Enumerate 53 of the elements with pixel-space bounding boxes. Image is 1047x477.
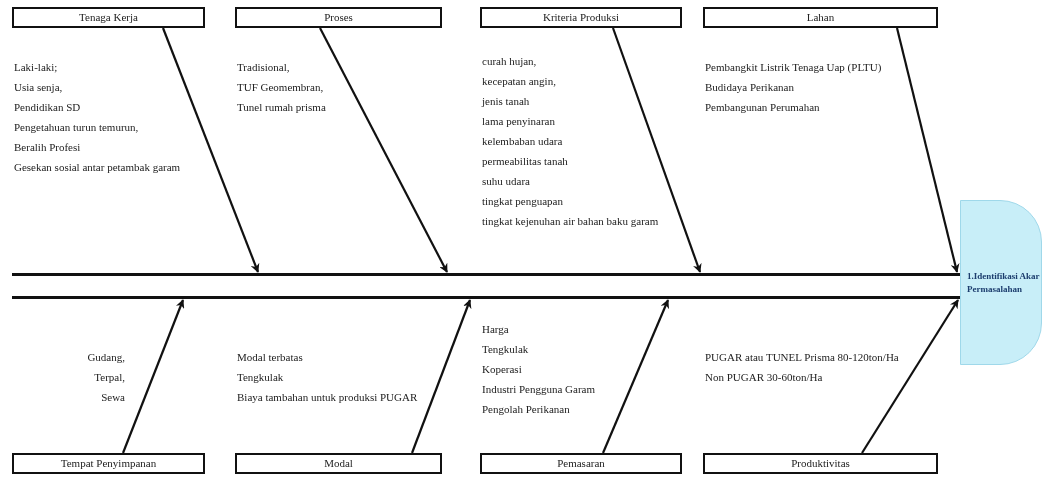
category-box: Lahan xyxy=(703,7,938,28)
arrow xyxy=(410,299,472,454)
arrow xyxy=(121,299,185,454)
cause-item: Koperasi xyxy=(482,362,522,376)
cause-item: tingkat penguapan xyxy=(482,194,563,208)
cause-item: Tunel rumah prisma xyxy=(237,100,326,114)
spine-line xyxy=(12,296,960,299)
arrow xyxy=(611,27,702,273)
cause-item: Tradisional, xyxy=(237,60,290,74)
cause-item: Usia senja, xyxy=(14,80,63,94)
cause-item: Sewa xyxy=(101,390,125,404)
cause-item: Gesekan sosial antar petambak garam xyxy=(14,160,181,174)
cause-item: Biaya tambahan untuk produksi PUGAR xyxy=(237,390,418,404)
cause-item: suhu udara xyxy=(482,174,530,188)
category-box: Pemasaran xyxy=(480,453,682,474)
cause-item: Terpal, xyxy=(94,370,125,384)
category-box: Tempat Penyimpanan xyxy=(12,453,205,474)
cause-item: kecepatan angin, xyxy=(482,74,556,88)
cause-item: Harga xyxy=(482,322,509,336)
cause-item: Pengolah Perikanan xyxy=(482,402,570,416)
cause-item: Pembangkit Listrik Tenaga Uap (PLTU) xyxy=(705,60,882,74)
cause-item: jenis tanah xyxy=(482,94,530,108)
cause-item: Non PUGAR 30-60ton/Ha xyxy=(705,370,823,384)
arrow xyxy=(861,299,959,454)
spine-line xyxy=(12,273,960,276)
cause-item: Beralih Profesi xyxy=(14,140,81,154)
cause-item: Modal terbatas xyxy=(237,350,303,364)
category-box: Proses xyxy=(235,7,442,28)
cause-item: kelembaban udara xyxy=(482,134,563,148)
cause-item: Laki-laki; xyxy=(14,60,58,74)
category-box: Modal xyxy=(235,453,442,474)
problem-head-shape: 1.Identifikasi Akar Permasalahan xyxy=(960,200,1042,365)
cause-item: Gudang, xyxy=(87,350,125,364)
arrow xyxy=(319,27,448,273)
category-box: Produktivitas xyxy=(703,453,938,474)
cause-item: Industri Pengguna Garam xyxy=(482,382,596,396)
cause-item: tingkat kejenuhan air bahan baku garam xyxy=(482,214,659,228)
arrow xyxy=(602,299,669,454)
cause-item: Pendidikan SD xyxy=(14,100,81,114)
cause-item: Budidaya Perikanan xyxy=(705,80,794,94)
arrow xyxy=(161,27,260,273)
category-box: Kriteria Produksi xyxy=(480,7,682,28)
cause-item: Pembangunan Perumahan xyxy=(705,100,820,114)
cause-item: Tengkulak xyxy=(482,342,529,356)
category-box: Tenaga Kerja xyxy=(12,7,205,28)
cause-item: lama penyinaran xyxy=(482,114,555,128)
cause-item: TUF Geomembran, xyxy=(237,80,324,94)
cause-item: PUGAR atau TUNEL Prisma 80-120ton/Ha xyxy=(705,350,899,364)
cause-item: permeabilitas tanah xyxy=(482,154,568,168)
cause-item: Pengetahuan turun temurun, xyxy=(14,120,139,134)
arrow xyxy=(895,27,960,273)
cause-item: curah hujan, xyxy=(482,54,537,68)
cause-item: Tengkulak xyxy=(237,370,284,384)
